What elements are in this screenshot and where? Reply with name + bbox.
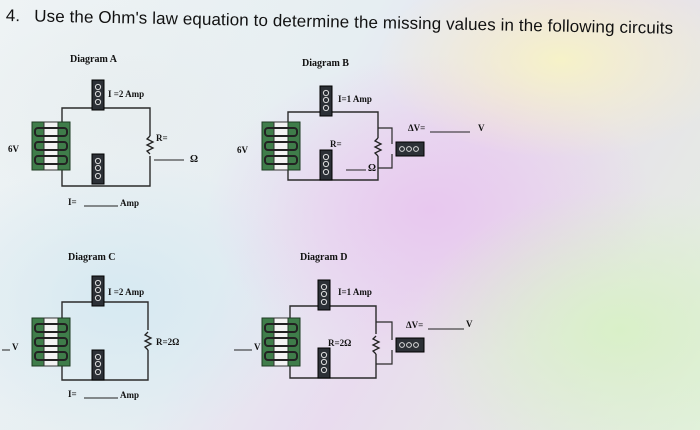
- diagram-a: Diagram A I =2 Amp 6V R= Ω I= Amp: [8, 54, 198, 208]
- diagram-d: Diagram D I=1 Amp V R=2Ω ΔV= V: [234, 252, 473, 379]
- ammeter-c: [91, 275, 105, 307]
- diagram-d-title: Diagram D: [300, 252, 348, 263]
- diagram-d-voltmeter-unit: V: [466, 319, 473, 329]
- ammeter-b: [319, 85, 333, 117]
- diagram-a-voltage: 6V: [8, 144, 20, 154]
- battery-b: [261, 121, 301, 171]
- diagram-d-voltmeter-label: ΔV=: [406, 320, 423, 330]
- voltmeter-d: [395, 337, 425, 353]
- diagram-b-resistance-label: R=: [330, 139, 342, 149]
- ammeter-b-bottom: [319, 149, 333, 181]
- diagram-b-ammeter-label: I=1 Amp: [338, 94, 372, 104]
- diagram-a-resistance-label: R=: [156, 133, 168, 143]
- ammeter-a: [91, 79, 105, 111]
- diagram-d-ammeter-label: I=1 Amp: [338, 287, 372, 297]
- diagram-c-current-answer: I=: [68, 389, 77, 399]
- diagram-a-ammeter-label: I =2 Amp: [108, 89, 144, 99]
- resistor-c: [144, 331, 152, 351]
- diagram-b-title: Diagram B: [302, 58, 349, 69]
- ammeter-a-bottom: [91, 153, 105, 185]
- battery-c: [31, 317, 71, 367]
- diagram-a-resistance-unit: Ω: [190, 154, 198, 165]
- diagram-a-title: Diagram A: [70, 54, 118, 65]
- diagram-b-voltage: 6V: [237, 145, 249, 155]
- diagram-a-current-answer: I=: [68, 197, 77, 207]
- resistor-d: [372, 335, 380, 355]
- resistor-a: [146, 135, 154, 155]
- diagram-c-ammeter-label: I =2 Amp: [108, 287, 144, 297]
- battery-d: [261, 317, 301, 367]
- ammeter-c-bottom: [91, 349, 105, 381]
- voltmeter-b: [395, 141, 425, 157]
- ammeter-d-bottom: [317, 347, 331, 379]
- battery-a: [31, 121, 71, 171]
- diagram-d-voltage-unit: V: [254, 342, 261, 352]
- diagram-b: Diagram B I=1 Amp 6V R= Ω ΔV= V: [237, 58, 485, 181]
- diagram-b-voltmeter-unit: V: [478, 123, 485, 133]
- diagram-c-title: Diagram C: [68, 252, 116, 263]
- diagram-c-voltage-unit: V: [12, 342, 19, 352]
- diagram-a-current-unit: Amp: [120, 198, 139, 208]
- diagram-c-resistance-label: R=2Ω: [156, 337, 179, 347]
- diagram-b-resistance-unit: Ω: [368, 163, 376, 174]
- diagram-b-voltmeter-label: ΔV=: [408, 123, 425, 133]
- diagram-c: Diagram C I =2 Amp V R=2Ω I= Amp: [2, 252, 179, 400]
- diagram-c-current-unit: Amp: [120, 390, 139, 400]
- resistor-b: [374, 137, 382, 157]
- diagram-d-resistance-label: R=2Ω: [328, 338, 351, 348]
- ammeter-d: [317, 279, 331, 311]
